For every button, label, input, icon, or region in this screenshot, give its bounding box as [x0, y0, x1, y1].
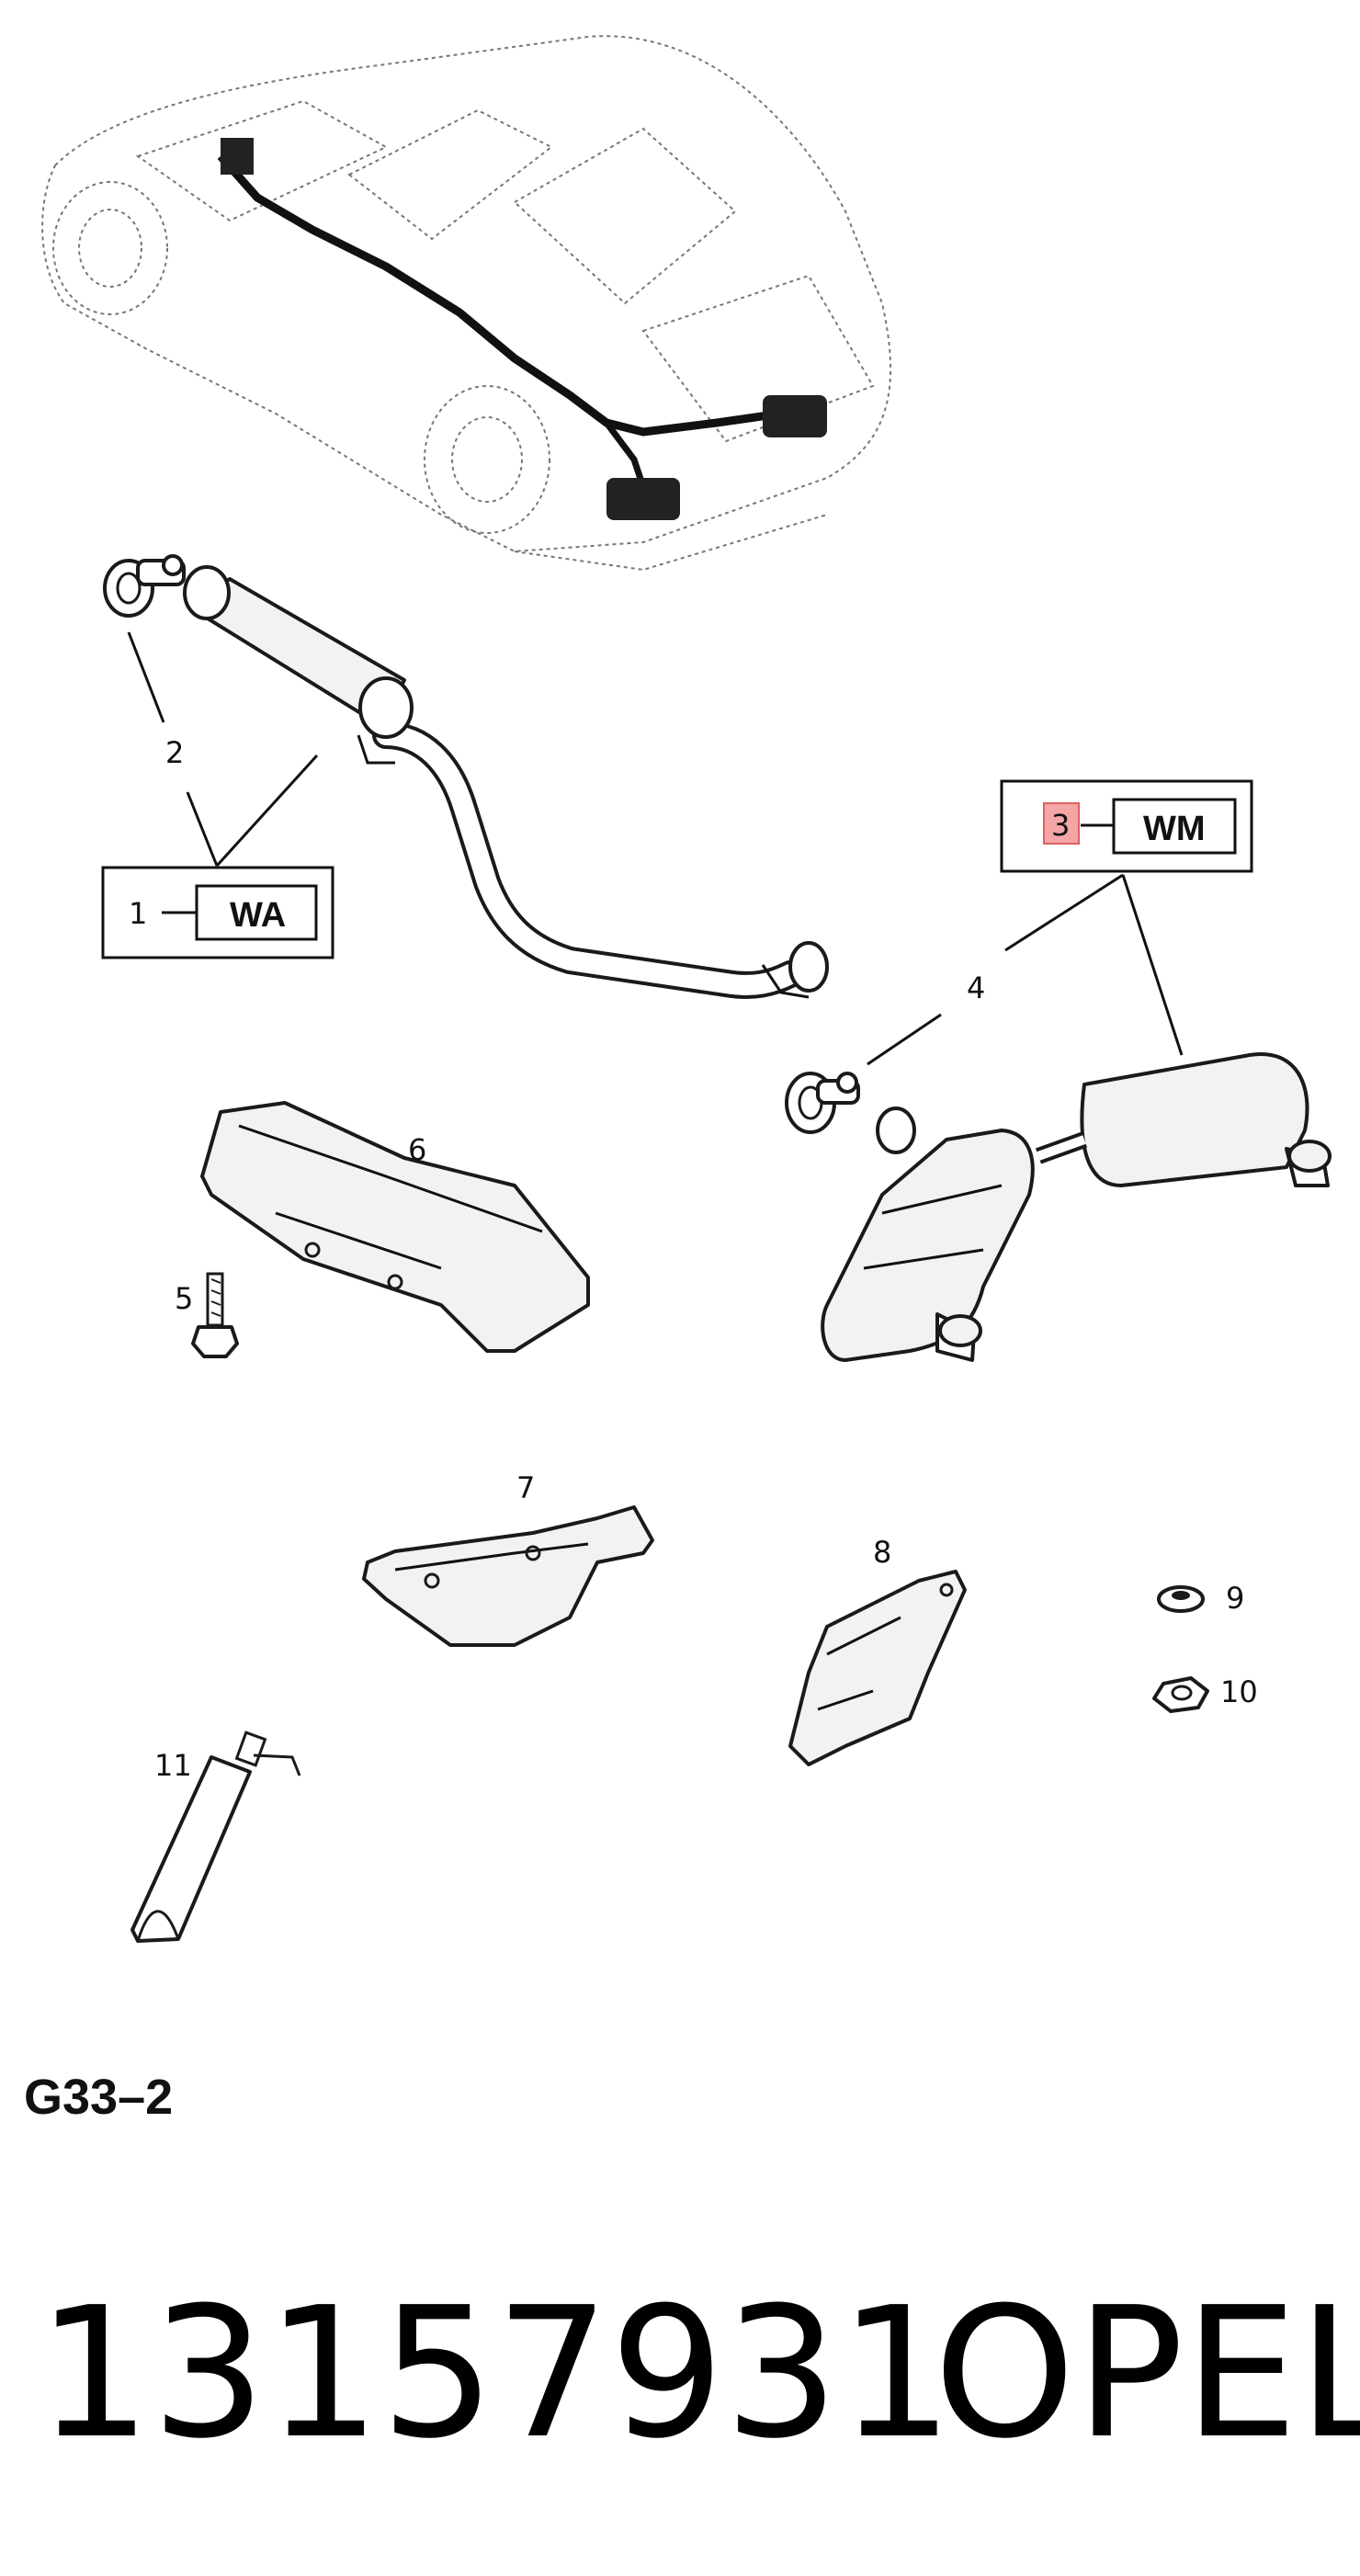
brand-name: OPEL: [934, 2269, 1360, 2479]
part-number: 13157931: [37, 2269, 954, 2479]
callout-5: 5: [175, 1281, 193, 1316]
callout-1: 1: [129, 896, 147, 931]
vehicle-overview-illustration: [41, 35, 892, 572]
callout-4: 4: [967, 970, 985, 1005]
diagram-reference-code: G33–2: [24, 2070, 173, 2125]
spring-nut-part: [1157, 1585, 1205, 1613]
bolt-part: [191, 1272, 239, 1358]
box-code-wm: WM: [1143, 810, 1206, 848]
callout-11: 11: [154, 1748, 192, 1783]
kit-box-wa: 1 WA: [101, 866, 334, 959]
hex-nut-part: [1152, 1676, 1209, 1713]
callout-9: 9: [1226, 1581, 1244, 1616]
heat-shield-6-part: [200, 1101, 590, 1353]
clamp-part-rear: [785, 1072, 860, 1134]
heat-shield-7-part: [362, 1505, 654, 1647]
kit-box-wm: 3 WM: [1000, 779, 1253, 873]
box-code-wa: WA: [230, 896, 286, 935]
rear-muffler-part: [821, 1051, 1332, 1362]
callout-3: 3: [1051, 808, 1070, 843]
heat-shield-8-part: [788, 1570, 967, 1766]
callout-8: 8: [873, 1535, 891, 1570]
callout-2: 2: [165, 735, 184, 770]
callout-3-highlight: [1043, 802, 1080, 845]
callout-10: 10: [1220, 1674, 1258, 1709]
assembly-paste-tube-part: [130, 1731, 301, 1943]
center-muffler-pipe-part: [183, 565, 829, 999]
callout-6: 6: [408, 1132, 426, 1167]
callout-7: 7: [516, 1470, 535, 1505]
clamp-part-front: [103, 554, 186, 618]
